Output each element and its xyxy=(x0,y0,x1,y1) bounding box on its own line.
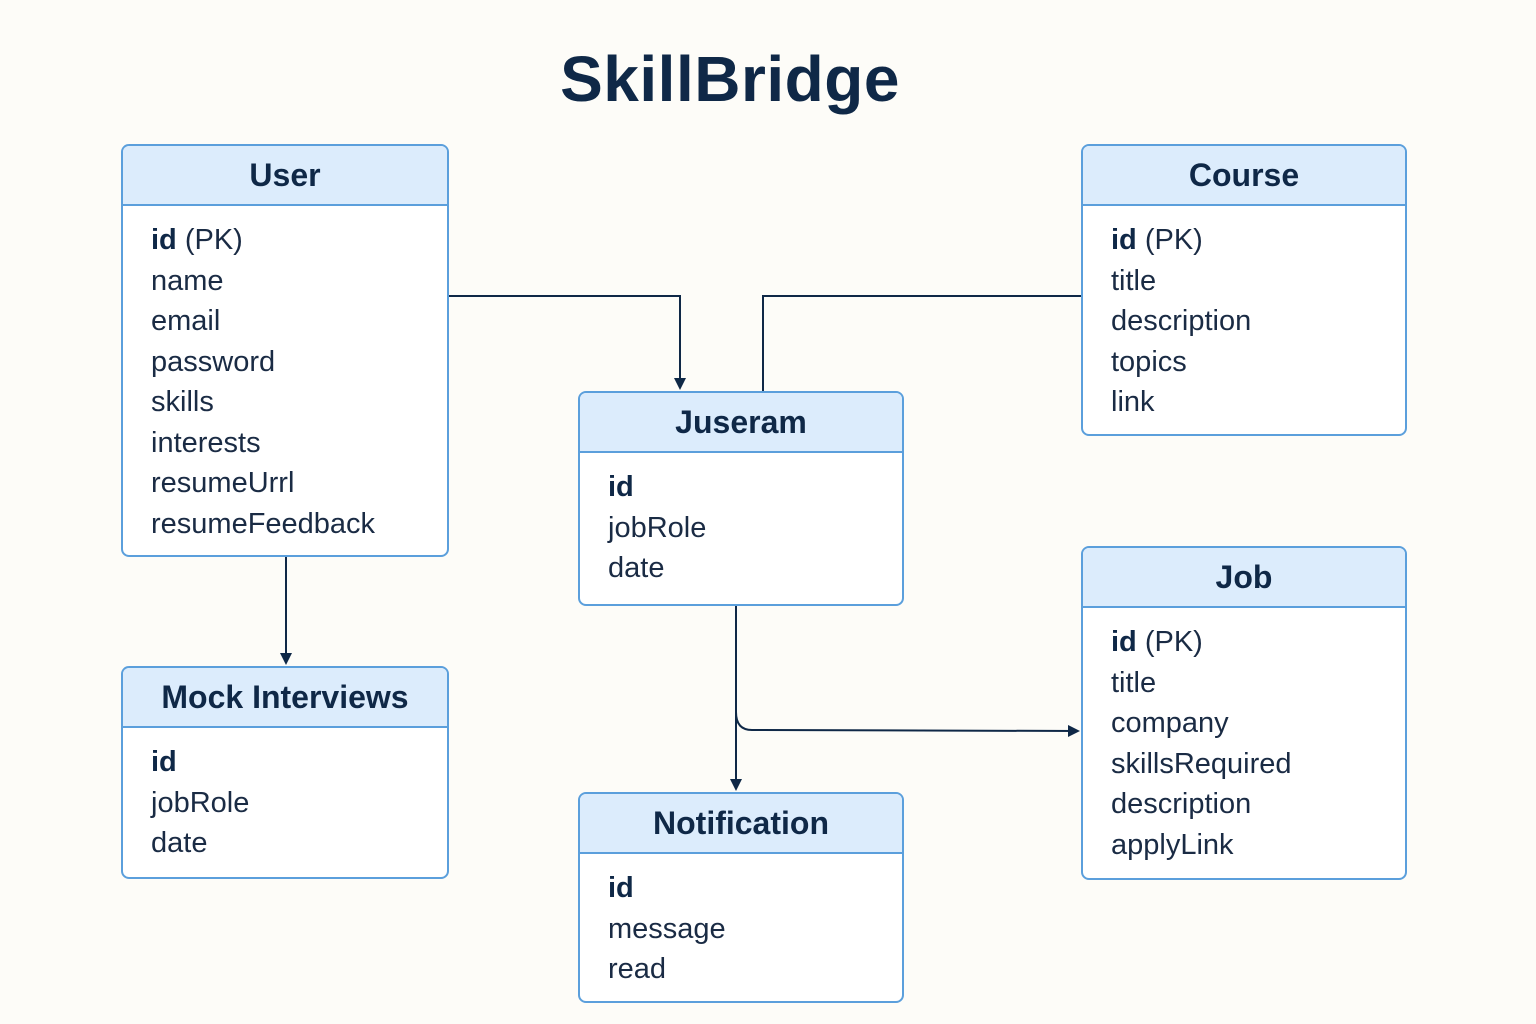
field-course-title: title xyxy=(1111,264,1157,297)
entity-user-title: User xyxy=(123,146,447,206)
field-course-link: link xyxy=(1111,386,1155,418)
field-user-resumeurrl: resumeUrrl xyxy=(151,467,295,499)
field-juseram-id: id xyxy=(608,471,634,503)
field-user-id: id (PK) xyxy=(151,224,243,256)
field-course-id: id (PK) xyxy=(1111,224,1203,256)
field-job-id: id (PK) xyxy=(1111,626,1203,658)
entity-user: User id (PK) name email password skills … xyxy=(121,144,449,557)
field-job-title: title xyxy=(1111,666,1157,699)
field-notification-id: id xyxy=(608,872,634,904)
field-notification-read: read xyxy=(608,953,667,985)
entity-job: Job id (PK) title company skillsRequired… xyxy=(1081,546,1407,880)
field-course-topics: topics xyxy=(1111,345,1187,378)
entity-course-fields: id (PK) title description topics link xyxy=(1083,206,1405,423)
connector-course-to-juseram xyxy=(762,295,1082,392)
field-user-email: email xyxy=(151,305,221,337)
field-mock-interviews-jobrole: jobRole xyxy=(151,786,250,819)
field-user-name: name xyxy=(151,264,224,297)
field-job-description: description xyxy=(1111,788,1252,820)
connector-juseram-to-job xyxy=(735,711,1080,737)
field-juseram-date: date xyxy=(608,552,665,584)
field-notification-message: message xyxy=(608,912,726,945)
field-user-resumefeedback: resumeFeedback xyxy=(151,507,376,540)
field-user-skills: skills xyxy=(151,386,214,418)
diagram-title: SkillBridge xyxy=(560,43,900,115)
entity-notification-fields: id message read xyxy=(580,854,902,990)
field-mock-interviews-date: date xyxy=(151,827,208,859)
field-job-skillsrequired: skillsRequired xyxy=(1111,747,1292,780)
entity-juseram: Juseram id jobRole date xyxy=(578,391,904,606)
field-job-company: company xyxy=(1111,707,1229,739)
entity-juseram-fields: id jobRole date xyxy=(580,453,902,589)
entity-course: Course id (PK) title description topics … xyxy=(1081,144,1407,436)
entity-user-fields: id (PK) name email password skills inter… xyxy=(123,206,447,544)
entity-notification: Notification id message read xyxy=(578,792,904,1003)
field-user-password: password xyxy=(151,345,276,378)
entity-notification-title: Notification xyxy=(580,794,902,854)
entity-juseram-title: Juseram xyxy=(580,393,902,453)
field-mock-interviews-id: id xyxy=(151,746,177,778)
field-course-description: description xyxy=(1111,305,1252,337)
entity-job-fields: id (PK) title company skillsRequired des… xyxy=(1083,608,1405,865)
entity-course-title: Course xyxy=(1083,146,1405,206)
entity-mock-interviews: Mock Interviews id jobRole date xyxy=(121,666,449,879)
entity-mock-interviews-title: Mock Interviews xyxy=(123,668,447,728)
field-juseram-jobrole: jobRole xyxy=(608,511,707,544)
field-user-interests: interests xyxy=(151,426,261,459)
entity-job-title: Job xyxy=(1083,548,1405,608)
entity-mock-interviews-fields: id jobRole date xyxy=(123,728,447,864)
field-job-applylink: applyLink xyxy=(1111,828,1234,861)
connector-user-to-juseram xyxy=(449,295,686,390)
